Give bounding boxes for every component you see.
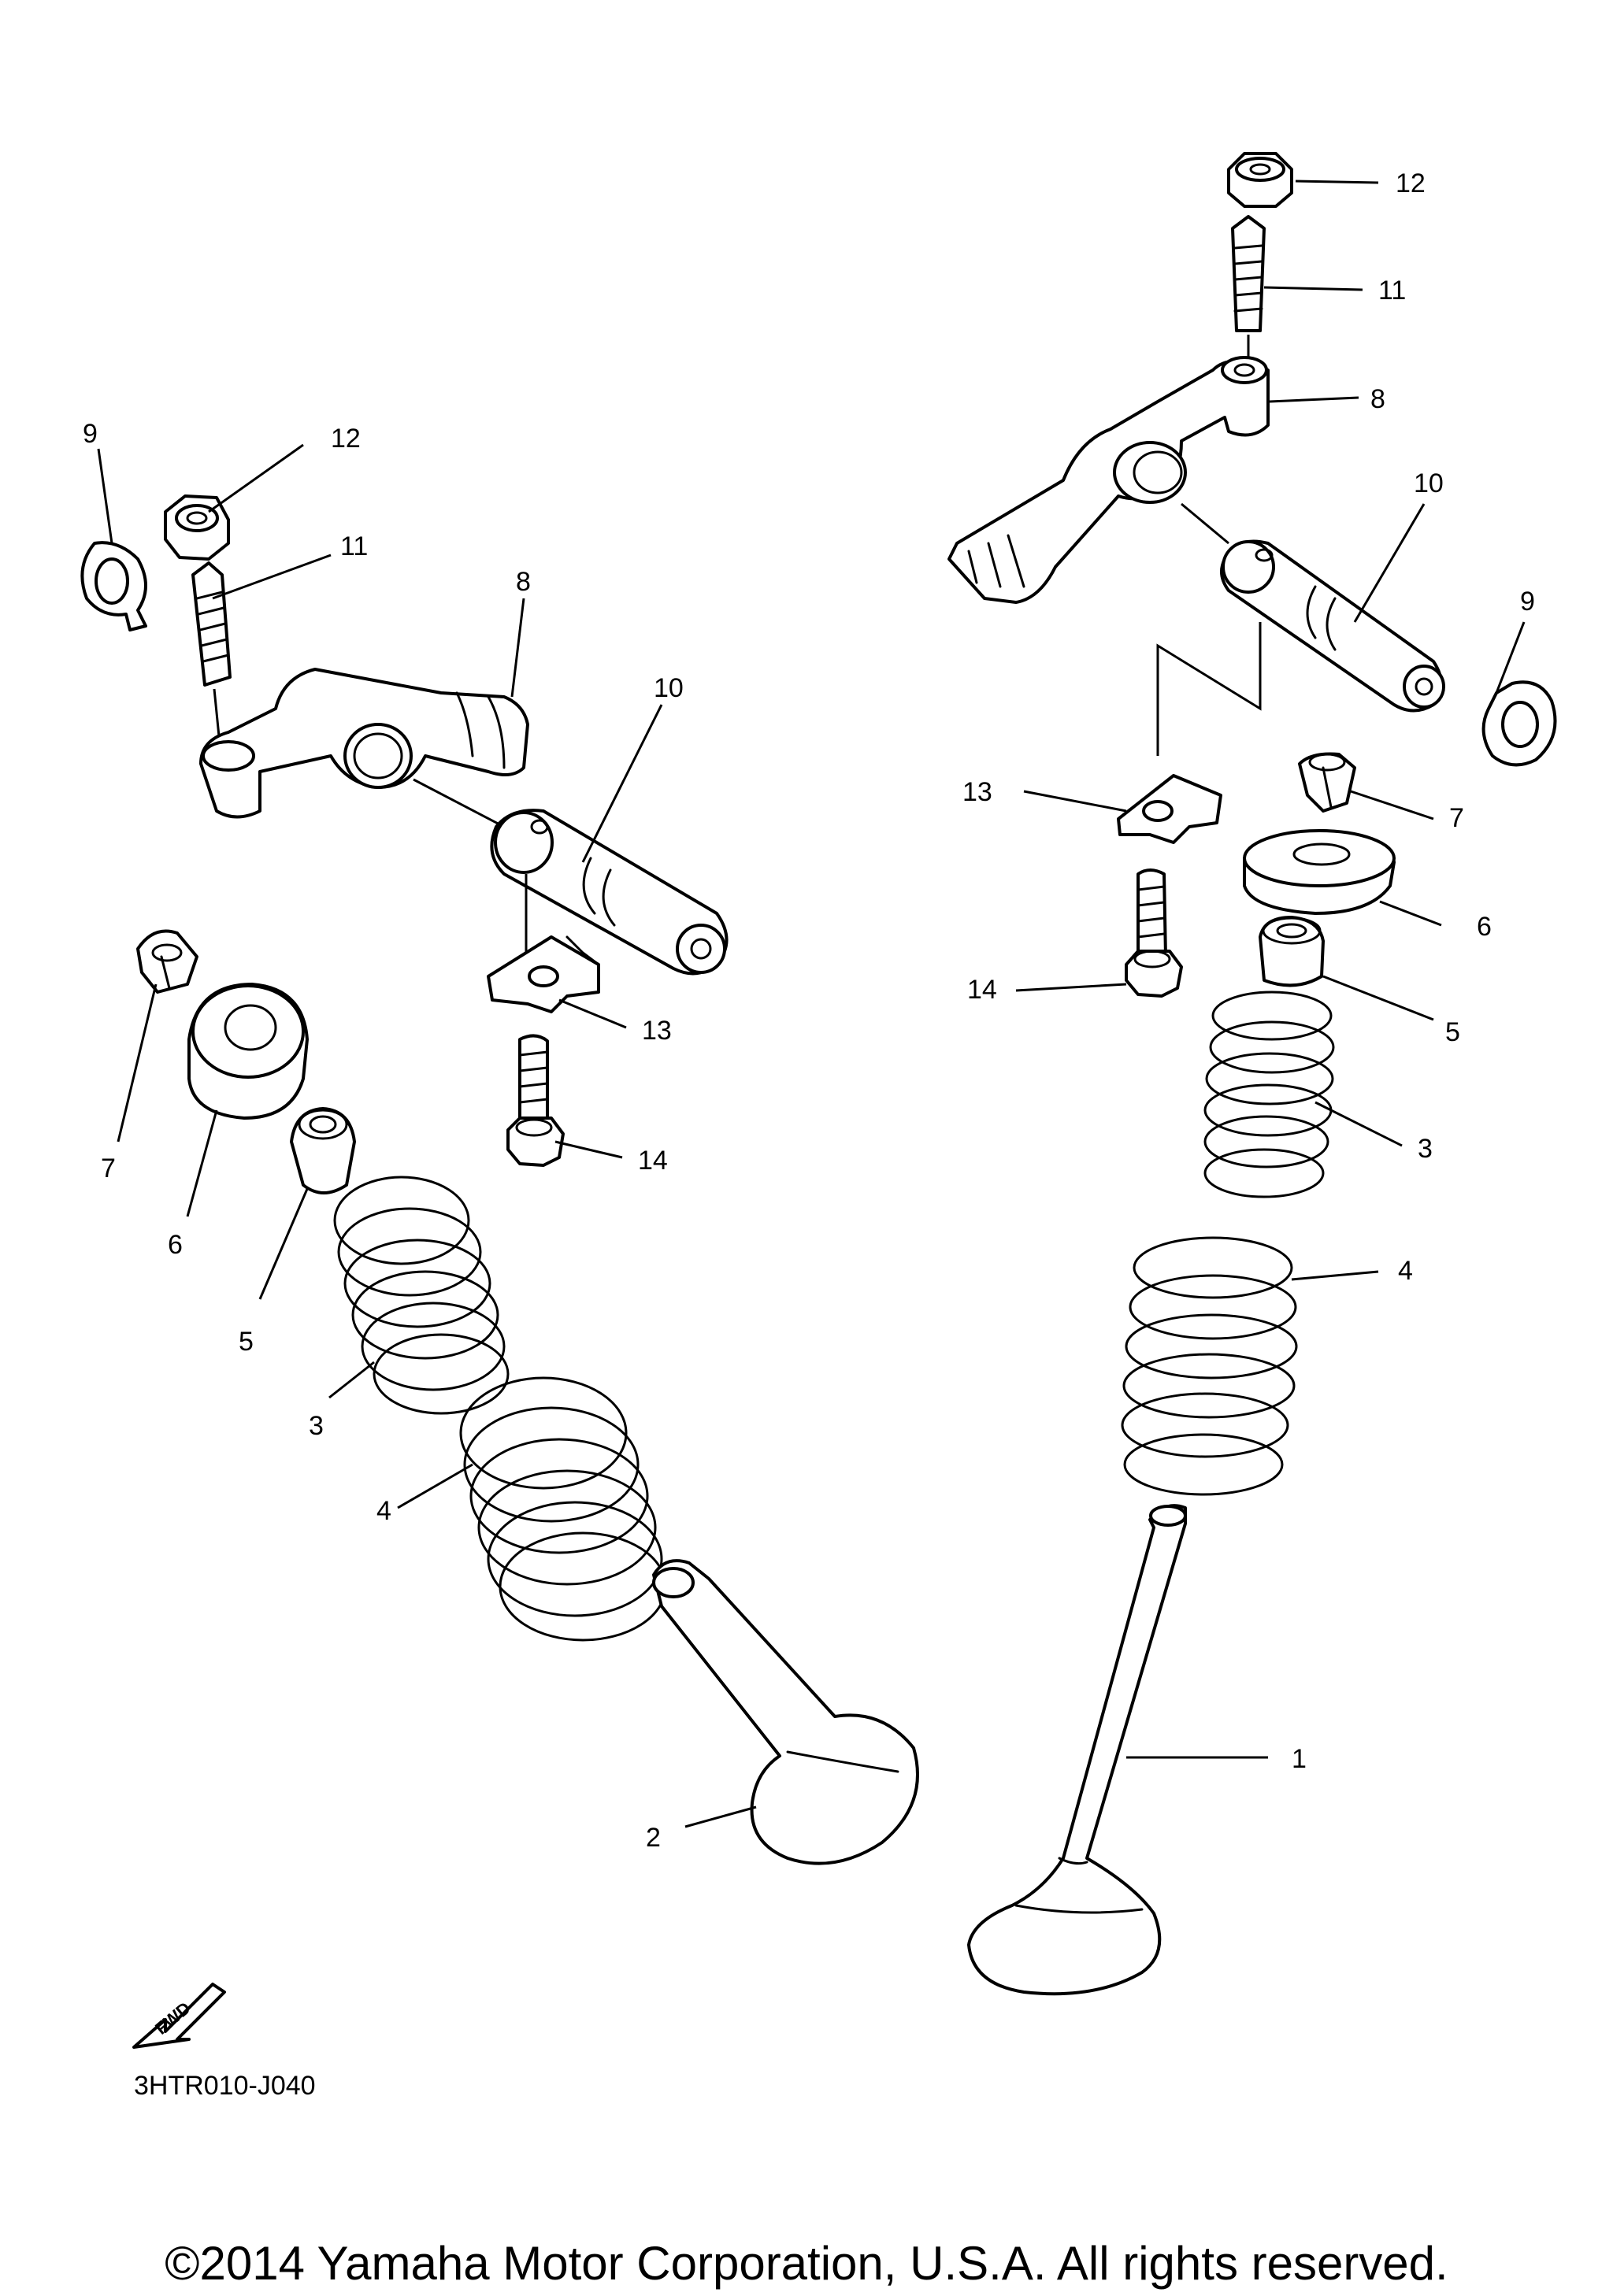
left-adjust-screw-11: [191, 561, 232, 737]
callout-right-12: 12: [1396, 168, 1426, 198]
right-bolt-14: [1125, 868, 1183, 998]
callout-left-7: 7: [101, 1154, 116, 1183]
callout-left-2: 2: [646, 1823, 661, 1853]
left-rocker-shaft-10: [413, 778, 729, 976]
callout-left-14: 14: [638, 1146, 668, 1176]
right-cotter-7: [1298, 752, 1356, 813]
right-nut-12: [1227, 152, 1293, 208]
callout-left-12: 12: [331, 424, 361, 454]
callout-left-10: 10: [654, 673, 684, 703]
right-alignment-lines: [1156, 622, 1262, 756]
right-stem-seal-5: [1259, 916, 1325, 987]
right-outer-spring-4: [1121, 1236, 1298, 1496]
fwd-arrow-icon: FWD: [132, 1983, 226, 2049]
callout-left-4: 4: [376, 1496, 391, 1526]
left-cotter-7: [136, 929, 198, 994]
left-bolt-14: [506, 1034, 565, 1167]
callout-right-11: 11: [1378, 276, 1406, 306]
left-rocker-arm-8: [199, 668, 529, 819]
left-inner-spring-3: [333, 1176, 510, 1415]
right-plate-13: [1117, 774, 1222, 844]
callout-left-8: 8: [516, 567, 531, 597]
left-valve-2: [652, 1559, 919, 1865]
right-inner-spring-3: [1203, 991, 1335, 1198]
callout-right-7: 7: [1449, 803, 1464, 833]
callout-right-1: 1: [1292, 1744, 1307, 1774]
left-nut-12: [164, 494, 230, 561]
callout-right-8: 8: [1370, 384, 1385, 414]
right-rocker-arm-8: [947, 356, 1270, 604]
callout-left-3: 3: [309, 1411, 324, 1441]
right-adjust-screw-11: [1231, 215, 1266, 358]
diagram-code: 3HTR010-J040: [134, 2071, 316, 2101]
callout-right-9: 9: [1520, 587, 1535, 617]
left-stem-seal-5: [290, 1107, 356, 1194]
callout-right-13: 13: [962, 777, 992, 807]
copyright-text: ©2014 Yamaha Motor Corporation, U.S.A. A…: [165, 2237, 1448, 2290]
callout-left-13: 13: [642, 1016, 672, 1046]
right-retainer-6: [1243, 829, 1396, 915]
left-circlip-9: [80, 541, 147, 631]
callout-left-11: 11: [340, 531, 368, 561]
callout-left-5: 5: [239, 1327, 254, 1357]
right-rocker-shaft-10: [1181, 502, 1445, 713]
callout-left-9: 9: [83, 419, 98, 449]
callout-right-10: 10: [1414, 468, 1444, 498]
callout-labels: 12 11 8 10 9 13 7 6 14 5 3 4 1 9 12 11 8…: [83, 168, 1535, 1853]
right-valve-1: [967, 1504, 1187, 1996]
callout-right-3: 3: [1418, 1134, 1433, 1164]
callout-left-6: 6: [168, 1230, 183, 1260]
right-circlip-9: [1481, 680, 1557, 767]
left-outer-spring-4: [459, 1376, 667, 1642]
left-retainer-6: [187, 983, 309, 1120]
callout-right-4: 4: [1398, 1256, 1413, 1286]
leader-lines: [97, 180, 1526, 1828]
callout-right-5: 5: [1445, 1017, 1460, 1047]
left-plate-13: [487, 874, 600, 1013]
callout-right-14: 14: [967, 975, 997, 1005]
callout-right-6: 6: [1477, 912, 1492, 942]
